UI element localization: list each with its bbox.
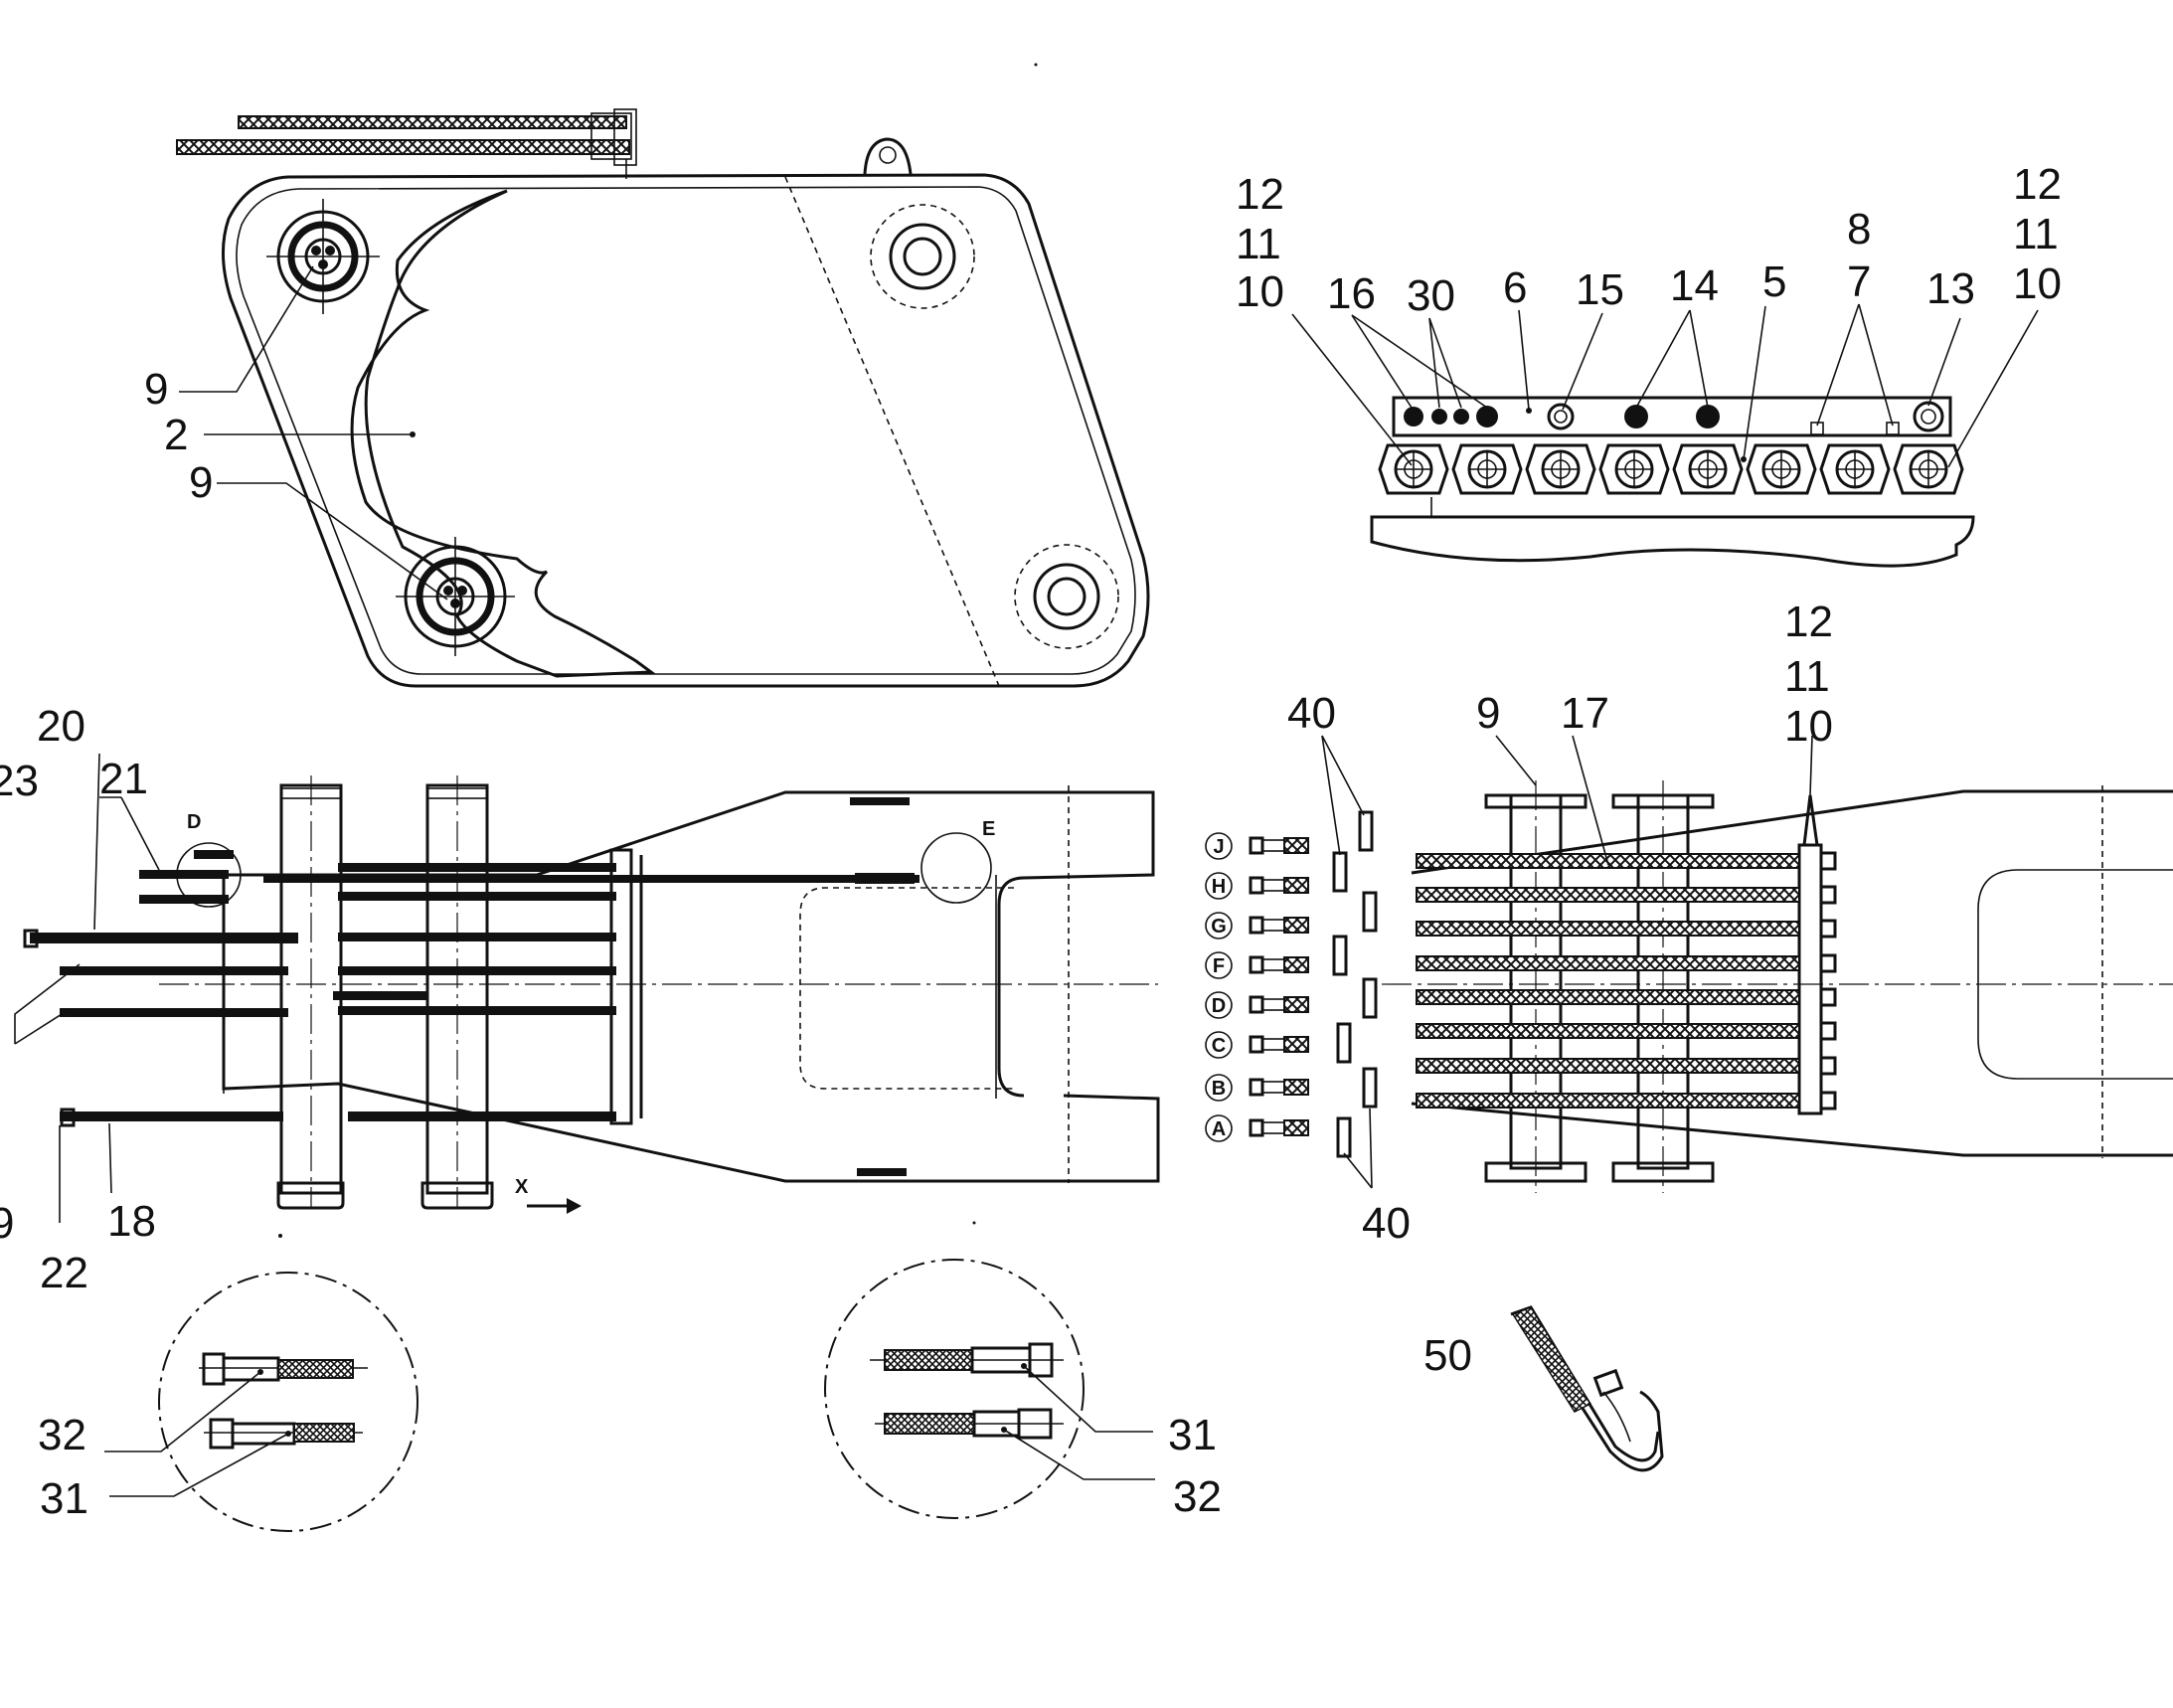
port-J: J — [1213, 836, 1224, 858]
upper-pin-9 — [266, 199, 380, 314]
label-12-mid: 12 — [1784, 598, 1833, 646]
manifold-block — [1392, 396, 1952, 437]
label-10-right: 10 — [2013, 259, 2062, 308]
label-16: 16 — [1327, 269, 1376, 318]
label-32-right: 32 — [1173, 1472, 1222, 1521]
pin-right — [420, 775, 494, 1210]
top-right-view: 12 11 10 16 30 6 15 14 5 8 7 13 12 11 10 — [1236, 160, 2062, 568]
label-11-mid: 11 — [1784, 652, 1830, 701]
label-9-mid: 9 — [0, 1199, 14, 1248]
label-17: 17 — [1561, 689, 1609, 738]
port-C: C — [1212, 1035, 1226, 1057]
label-6: 6 — [1503, 263, 1527, 312]
label-10-mid: 10 — [1784, 702, 1833, 751]
port-end-pieces — [1249, 836, 1309, 1137]
label-10-left: 10 — [1236, 267, 1284, 316]
label-30: 30 — [1407, 271, 1455, 320]
lower-pin-9 — [396, 537, 515, 656]
label-12-right: 12 — [2013, 160, 2062, 209]
label-40-top: 40 — [1287, 689, 1336, 738]
label-9-upper: 9 — [144, 365, 168, 414]
pin-left — [276, 775, 345, 1210]
port-letter-markers: J H G F D C B A — [1205, 832, 1233, 1142]
port-D: D — [1212, 995, 1226, 1017]
label-23: 23 — [0, 757, 39, 805]
label-40-bottom: 40 — [1362, 1199, 1411, 1248]
label-31-left: 31 — [40, 1474, 88, 1523]
port-H: H — [1212, 876, 1226, 898]
top-hoses — [176, 108, 637, 179]
detail-marker-E: E — [982, 818, 995, 840]
label-50: 50 — [1423, 1331, 1472, 1380]
detail-circle-E — [920, 832, 992, 904]
label-8: 8 — [1847, 205, 1871, 254]
plate-cutout — [350, 189, 656, 678]
label-7: 7 — [1847, 257, 1871, 306]
axis-label-x: X — [515, 1176, 529, 1198]
adapters-40 — [1332, 810, 1378, 1158]
port-F: F — [1213, 955, 1225, 977]
port-A: A — [1212, 1118, 1226, 1140]
label-14: 14 — [1670, 261, 1719, 310]
label-11-right: 11 — [2013, 210, 2059, 258]
label-31-right: 31 — [1168, 1411, 1217, 1459]
top-left-view: 9 2 9 — [144, 108, 1150, 688]
label-9-lower: 9 — [189, 458, 213, 507]
detail-D-view: 32 31 — [38, 1272, 418, 1532]
port-G: G — [1211, 916, 1227, 938]
plate-outline — [222, 173, 1150, 688]
clamp-fittings — [1819, 851, 1837, 1110]
block-features — [1404, 401, 1944, 435]
detail-marker-D: D — [187, 811, 201, 833]
label-21: 21 — [99, 755, 148, 803]
label-13: 13 — [1926, 264, 1975, 313]
middle-right-view: J H G F D C B A 40 9 17 — [1205, 598, 2173, 1248]
label-18: 18 — [107, 1197, 156, 1246]
fittings-row — [1378, 443, 1964, 495]
detail-E-view: 31 32 — [824, 1259, 1222, 1521]
hose-bundle-right — [1416, 853, 1800, 1109]
port-B: B — [1212, 1078, 1226, 1100]
middle-left-view: D E X 23 20 21 9 22 18 — [0, 702, 1160, 1297]
label-32-left: 32 — [38, 1411, 86, 1459]
pin-9-right — [1484, 780, 1588, 1193]
label-15: 15 — [1576, 265, 1624, 314]
label-5: 5 — [1762, 257, 1786, 306]
label-2: 2 — [164, 411, 188, 459]
label-22: 22 — [40, 1249, 88, 1297]
label-20: 20 — [37, 702, 85, 751]
hose-bundle-left — [23, 797, 919, 1176]
label-12-left: 12 — [1236, 170, 1284, 219]
pin-2-right — [1611, 780, 1715, 1193]
detail-circle-D — [176, 842, 242, 908]
cable-tie-view: 50 — [1423, 1305, 1664, 1472]
label-9-right: 9 — [1476, 689, 1500, 738]
label-11-left: 11 — [1236, 220, 1281, 268]
